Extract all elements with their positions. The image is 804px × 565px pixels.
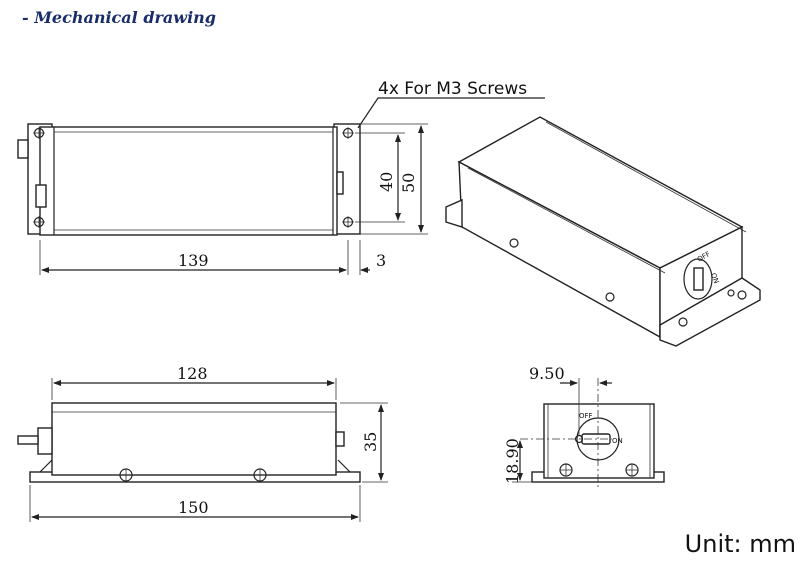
unit-label: Unit: mm [684, 530, 796, 558]
top-view: 4x For M3 Screws 139 3 40 50 [17, 79, 545, 275]
iso-switch-on-label: ON [709, 272, 720, 285]
top-view-connector [17, 139, 29, 159]
end-view: OFF ON 9.50 18.90 [503, 364, 665, 490]
dim-side-total-length: 150 [178, 498, 209, 517]
dim-side-body-length: 128 [177, 364, 208, 383]
top-view-screw-holes [33, 127, 354, 228]
isometric-view: OFF ON [445, 116, 761, 347]
dim-top-width: 50 [399, 173, 418, 193]
dim-end-vertical: 18.90 [503, 438, 522, 484]
side-view: 128 150 35 [17, 364, 388, 522]
dim-top-length: 139 [178, 251, 209, 270]
callout-leader [357, 97, 545, 129]
dim-end-horizontal: 9.50 [529, 364, 565, 383]
section-heading: - Mechanical drawing [22, 8, 216, 27]
side-view-body [51, 402, 337, 476]
end-switch-on-label: ON [612, 437, 623, 445]
dim-top-flange: 3 [376, 251, 386, 270]
callout-label: 4x For M3 Screws [378, 79, 527, 99]
top-view-body [39, 126, 338, 236]
dim-top-hole-spacing: 40 [377, 172, 396, 192]
end-switch-off-label: OFF [579, 412, 593, 420]
dim-side-height: 35 [361, 432, 380, 452]
iso-switch [683, 258, 713, 300]
